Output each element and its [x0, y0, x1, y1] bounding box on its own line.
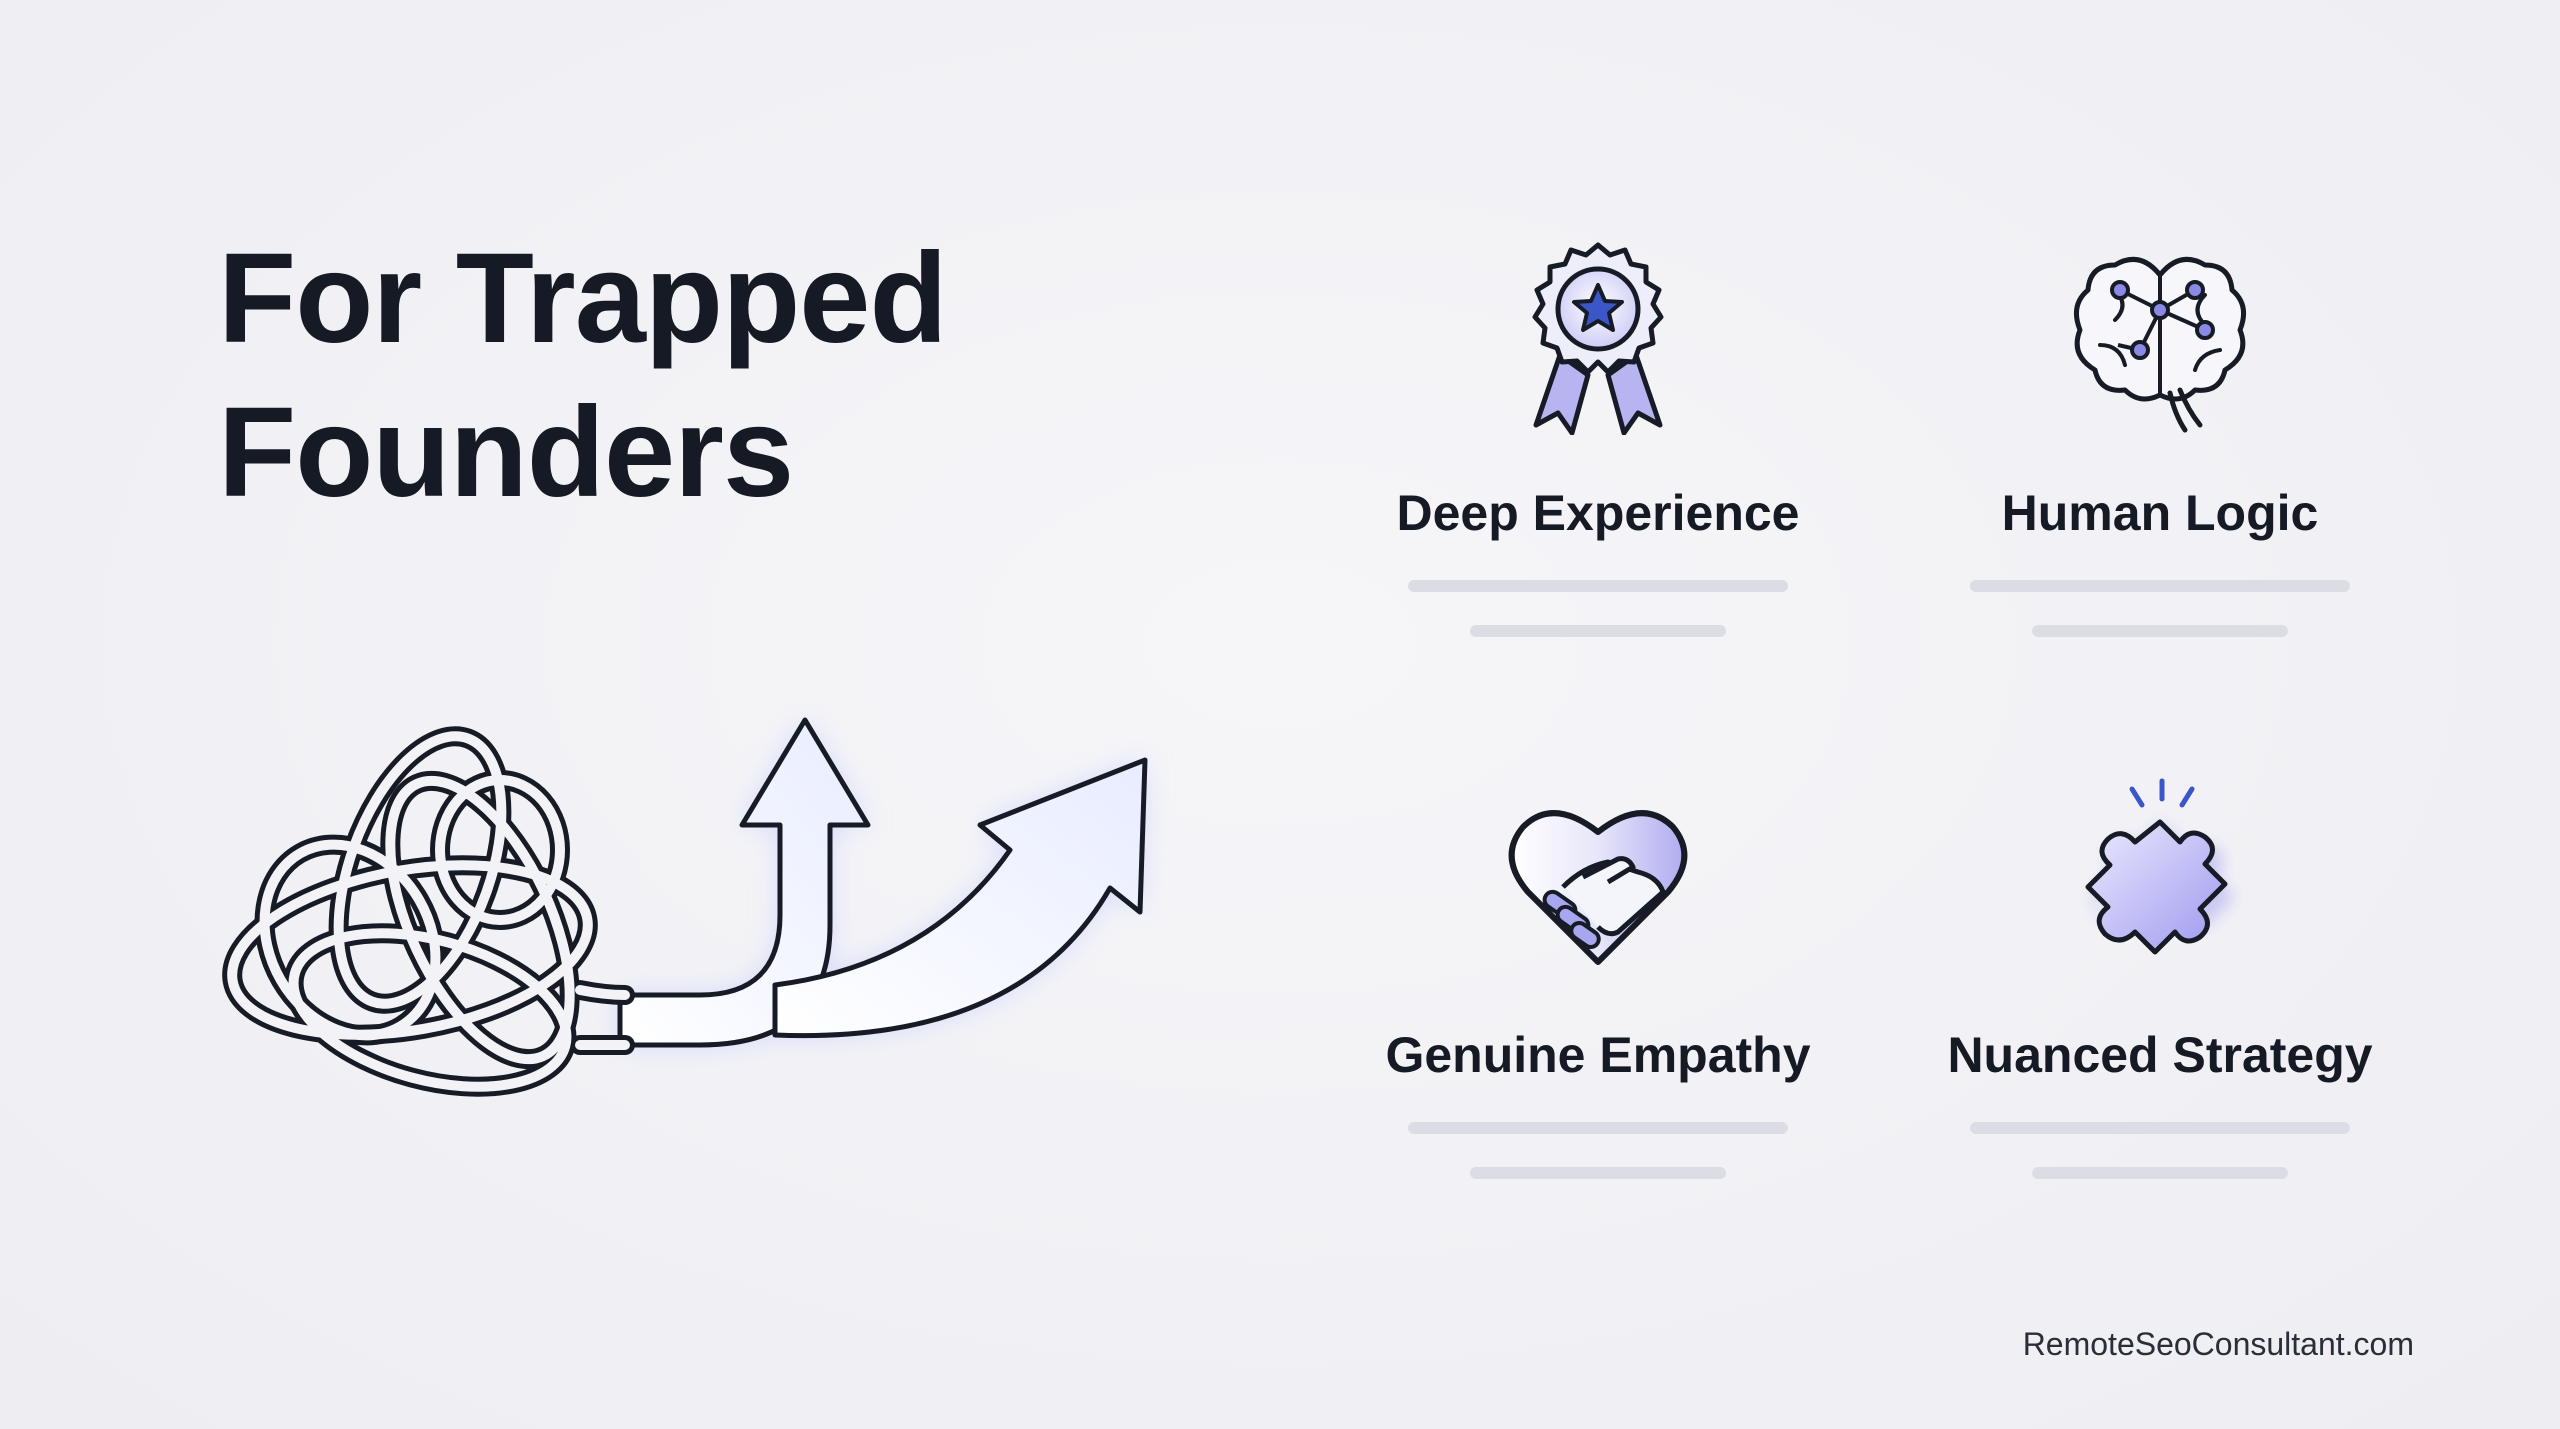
- placeholder-line: [1470, 625, 1726, 637]
- award-ribbon-icon: [1498, 235, 1698, 436]
- feature-label: Human Logic: [2001, 485, 2319, 541]
- tangled-knot-icon: [222, 726, 635, 1097]
- page-title: For Trapped Founders: [218, 222, 948, 530]
- puzzle-piece-icon: [2060, 777, 2260, 977]
- placeholder-line: [1970, 1122, 2350, 1134]
- feature-nuanced-strategy: Nuanced Strategy: [1880, 777, 2440, 1237]
- hero-illustration: [222, 717, 1148, 1097]
- feature-deep-experience: Deep Experience: [1318, 235, 1878, 695]
- feature-genuine-empathy: Genuine Empathy: [1318, 777, 1878, 1237]
- upward-arrows-icon: [617, 717, 1148, 1048]
- feature-label: Deep Experience: [1396, 485, 1800, 541]
- footer-website-url: RemoteSeoConsultant.com: [2022, 1326, 2414, 1362]
- heart-handshake-icon: [1498, 777, 1698, 977]
- placeholder-line: [1970, 580, 2350, 592]
- feature-human-logic: Human Logic: [1880, 235, 2440, 695]
- title-line-1: For Trapped: [218, 227, 948, 370]
- placeholder-line: [1408, 1122, 1788, 1134]
- placeholder-line: [2032, 625, 2288, 637]
- placeholder-line: [2032, 1167, 2288, 1179]
- feature-label: Genuine Empathy: [1385, 1027, 1811, 1083]
- title-line-2: Founders: [218, 381, 794, 524]
- placeholder-line: [1408, 580, 1788, 592]
- brain-network-icon: [2060, 235, 2260, 435]
- placeholder-line: [1470, 1167, 1726, 1179]
- feature-label: Nuanced Strategy: [1947, 1027, 2373, 1083]
